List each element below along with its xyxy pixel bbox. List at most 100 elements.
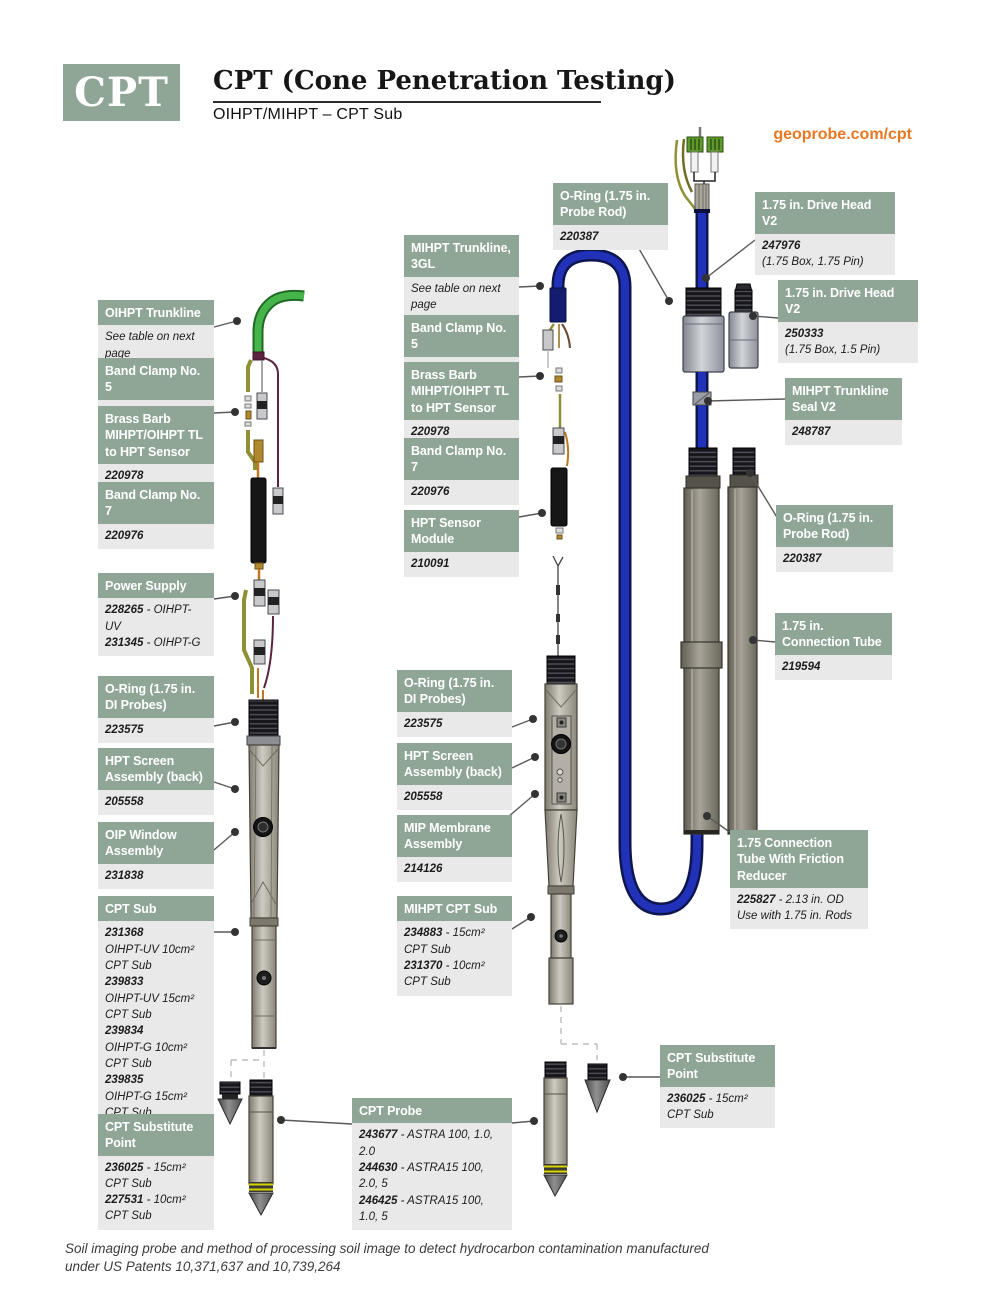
callout-body: 220976 <box>98 523 214 549</box>
callout-body: 225827 - 2.13 in. OD Use with 1.75 in. Ro… <box>730 887 868 930</box>
part-line: 225827 - 2.13 in. OD <box>737 893 844 906</box>
part-line: 219594 <box>782 660 821 673</box>
cpt-logo: CPT <box>63 64 180 121</box>
cpt-logo-text: CPT <box>74 69 169 116</box>
callout-title: HPT Sensor Module <box>404 510 519 552</box>
callout-body: 236025 - 15cm² CPT Sub <box>660 1086 775 1129</box>
part-line: 236025 - 15cm² CPT Sub <box>105 1161 186 1190</box>
part-line: 239834 <box>105 1025 144 1038</box>
part-line: 250333 <box>785 327 824 340</box>
part-line: 205558 <box>105 795 144 808</box>
callout-body: See table on next page <box>404 276 519 319</box>
callout-body: 228265 - OIHPT-UV 231345 - OIHPT-G <box>98 598 214 657</box>
callout-body: 223575 <box>397 711 512 737</box>
callout-title: Brass Barb MIHPT/OIHPT TL to HPT Sensor <box>404 362 519 420</box>
part-line: 244630 - ASTRA15 100, 2.0, 5 <box>359 1161 484 1191</box>
trunkline-rod-assembly-drawing <box>674 127 759 835</box>
callout-body: 210091 <box>404 551 519 577</box>
part-line: 246425 - ASTRA15 100, 1.0, 5 <box>359 1194 484 1223</box>
callout-body: 250333(1.75 Box, 1.5 Pin) <box>778 321 918 364</box>
callout-title: MIP Membrane Assembly <box>397 815 512 857</box>
callout-body: 220387 <box>776 546 893 572</box>
part-line: 234883 - 15cm² CPT Sub <box>404 927 485 956</box>
part-line: 239833 <box>105 976 144 989</box>
part-line: 227531 - 10cm² CPT Sub <box>105 1194 186 1223</box>
callout-title: Band Clamp No. 5 <box>98 358 214 400</box>
page-subtitle: OIHPT/MIHPT – CPT Sub <box>213 106 403 123</box>
callout-body: 248787 <box>785 419 902 445</box>
callout-o-ring-di-left: O-Ring (1.75 in. DI Probes)223575 <box>98 676 214 743</box>
part-line: See table on next page <box>411 282 501 311</box>
part-line: 220976 <box>411 485 450 498</box>
geoprobe-url-link[interactable]: geoprobe.com/cpt <box>773 126 912 143</box>
part-line: 214126 <box>404 862 443 875</box>
callout-title: O-Ring (1.75 in. Probe Rod) <box>553 183 668 225</box>
patent-notice-line1: Soil imaging probe and method of process… <box>65 1241 709 1256</box>
callout-title: O-Ring (1.75 in. DI Probes) <box>98 676 214 718</box>
part-line: 210091 <box>411 557 450 570</box>
part-line: OIHPT-UV 15cm² CPT Sub <box>105 992 195 1021</box>
callout-title: 1.75 in. Drive Head V2 <box>778 280 918 322</box>
callout-body: 205558 <box>397 784 512 810</box>
callout-body: 220387 <box>553 224 668 250</box>
page-title: CPT (Cone Penetration Testing) <box>213 66 676 96</box>
part-line: 243677 - ASTRA 100, 1.0, 2.0 <box>359 1129 494 1158</box>
callout-title: HPT Screen Assembly (back) <box>397 743 512 785</box>
part-line: 220387 <box>560 230 599 243</box>
callout-body: 214126 <box>397 856 512 882</box>
callout-body: 243677 - ASTRA 100, 1.0, 2.0 244630 - AST… <box>352 1123 512 1231</box>
callout-title: CPT Sub <box>98 896 214 922</box>
callout-title: O-Ring (1.75 in. Probe Rod) <box>776 505 893 547</box>
title-underline <box>213 101 601 103</box>
part-line: 247976 <box>762 239 801 252</box>
callout-title: CPT Substitute Point <box>98 1114 214 1156</box>
callout-hpt-screen-left: HPT Screen Assembly (back) 205558 <box>98 748 214 815</box>
mihpt-assembly-drawing <box>542 248 704 1198</box>
callout-title: 1.75 Connection Tube With Friction Reduc… <box>730 830 868 888</box>
part-line: 231368 <box>105 927 144 940</box>
callout-title: Brass Barb MIHPT/OIHPT TL to HPT Sensor <box>98 406 214 464</box>
callout-friction-reducer: 1.75 Connection Tube With Friction Reduc… <box>730 830 868 930</box>
part-line: 205558 <box>404 790 443 803</box>
patent-notice: Soil imaging probe and method of process… <box>65 1240 745 1275</box>
part-line: 223575 <box>404 717 443 730</box>
part-line: 228265 - OIHPT-UV <box>105 604 192 633</box>
part-line: 231345 - OIHPT-G <box>105 636 201 649</box>
callout-title: OIP Window Assembly <box>98 822 214 864</box>
callout-body: 236025 - 15cm² CPT Sub 227531 - 10cm² CPT… <box>98 1155 214 1230</box>
callout-body: 247976(1.75 Box, 1.75 Pin) <box>755 233 895 276</box>
callout-title: HPT Screen Assembly (back) <box>98 748 214 790</box>
callout-hpt-sensor-module: HPT Sensor Module 210091 <box>404 510 519 577</box>
callout-body: 220976 <box>404 479 519 505</box>
part-line: Use with 1.75 in. Rods <box>737 910 853 923</box>
callout-body: 205558 <box>98 789 214 815</box>
callout-title: Band Clamp No. 7 <box>98 482 214 524</box>
callout-o-ring-di-mid: O-Ring (1.75 in. DI Probes) 223575 <box>397 670 512 737</box>
callout-o-ring-probe-rod-right: O-Ring (1.75 in. Probe Rod)220387 <box>776 505 893 572</box>
callout-title: O-Ring (1.75 in. DI Probes) <box>397 670 512 712</box>
callout-title: CPT Probe <box>352 1098 512 1124</box>
callout-band-clamp-7-mid: Band Clamp No. 7 220976 <box>404 438 519 505</box>
part-line: 248787 <box>792 425 831 438</box>
callout-body: 219594 <box>775 654 892 680</box>
part-line: 220976 <box>105 529 144 542</box>
callout-title: CPT Substitute Point <box>660 1045 775 1087</box>
callout-band-clamp-7-left: Band Clamp No. 7 220976 <box>98 482 214 549</box>
callout-title: Band Clamp No. 7 <box>404 438 519 480</box>
